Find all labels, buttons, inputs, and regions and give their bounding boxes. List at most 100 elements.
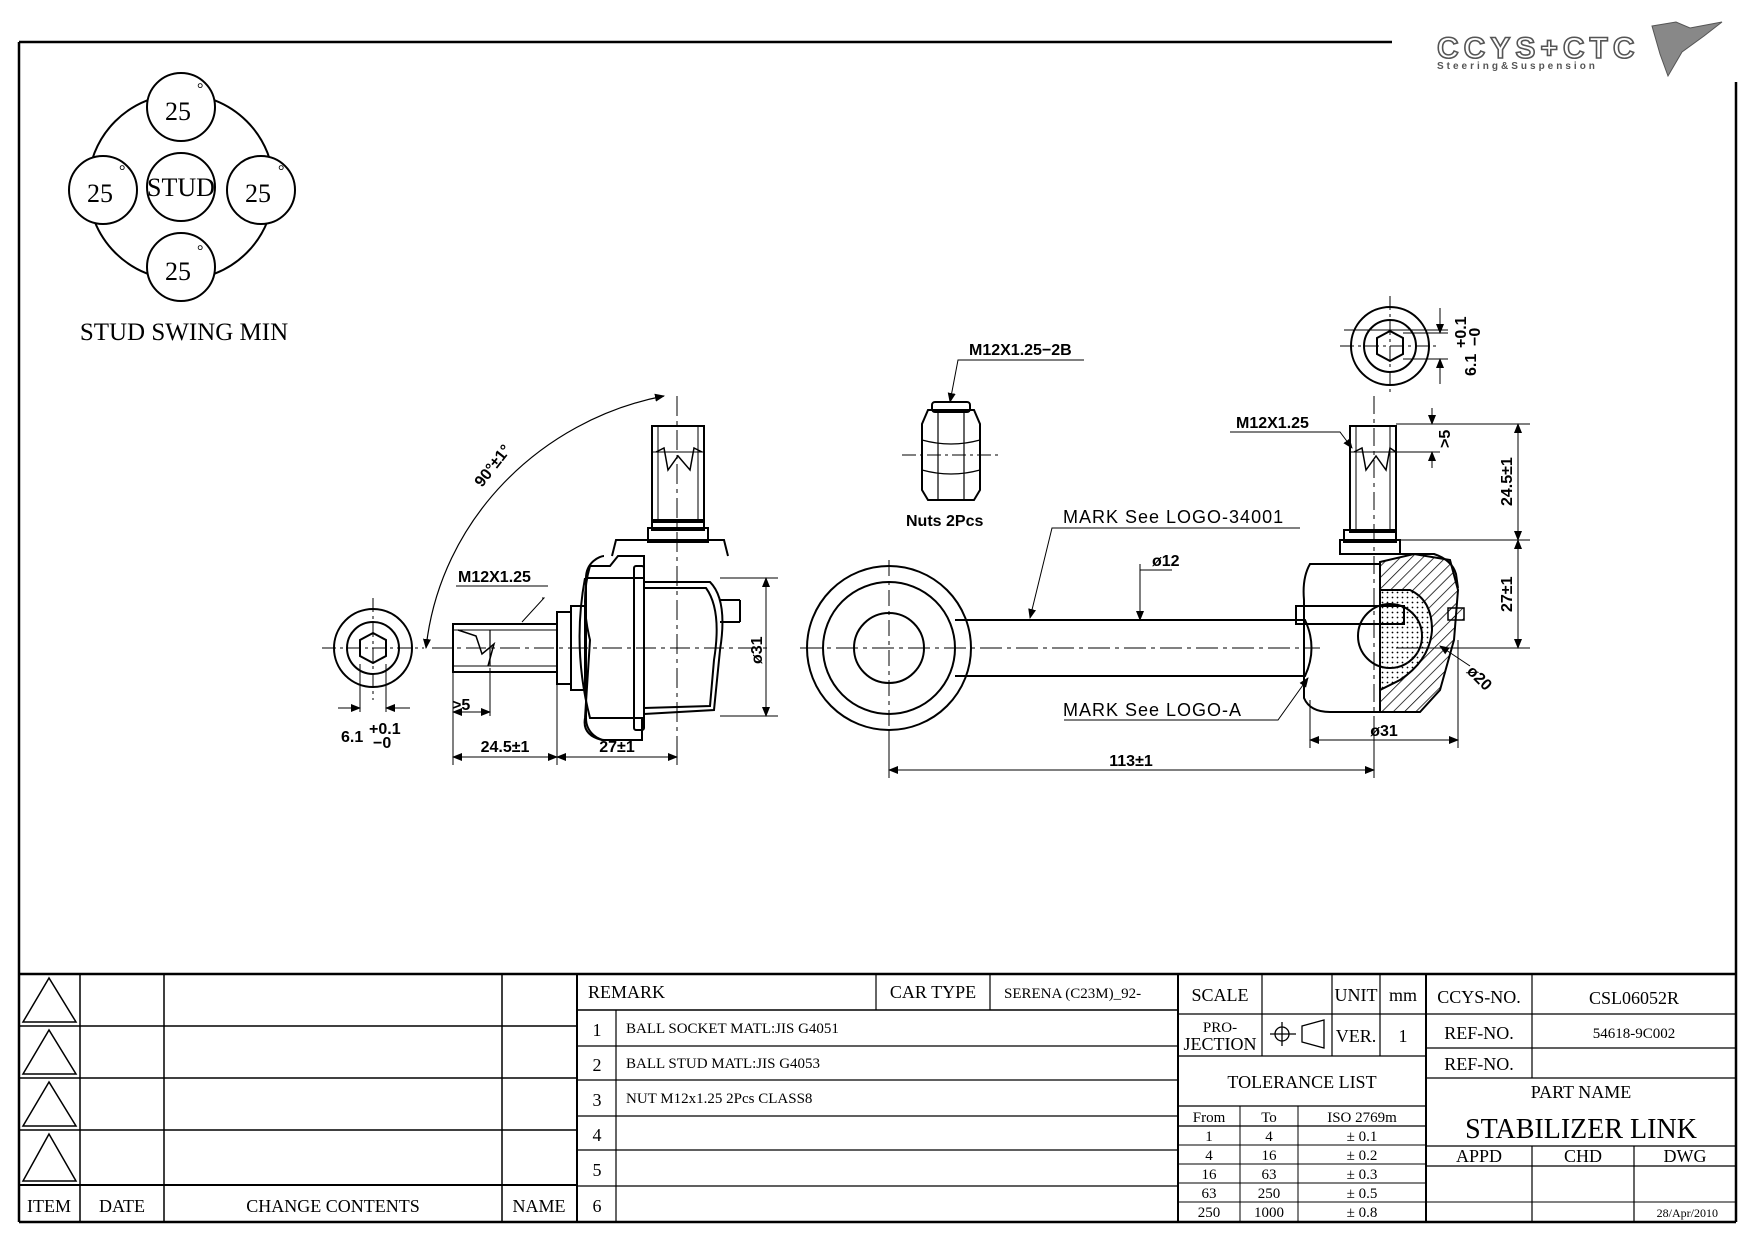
swing-angle-top: 25	[165, 97, 191, 126]
angle-dim-label: 90°±1°	[472, 442, 515, 491]
left-thread-length: 24.5±1	[481, 739, 530, 756]
ref-no-value: 54618-9C002	[1593, 1026, 1676, 1042]
remark-no-6: 6	[593, 1196, 602, 1216]
right-body-diameter: ø31	[1370, 723, 1398, 740]
rev-header-item: ITEM	[27, 1196, 71, 1216]
brand-tagline: Steering&Suspension	[1437, 61, 1598, 72]
swing-angle-left: 25	[87, 179, 113, 208]
ccys-no-label: CCYS-NO.	[1437, 987, 1521, 1007]
tol-value-1: ± 0.1	[1347, 1129, 1378, 1145]
left-thread-label: M12X1.25	[458, 569, 531, 586]
tolerance-header-from: From	[1193, 1110, 1226, 1126]
left-body-length: 27±1	[599, 739, 635, 756]
tol-from-2: 4	[1205, 1148, 1213, 1164]
nut-caption: Nuts 2Pcs	[906, 513, 983, 530]
left-joint-dimensions	[452, 577, 778, 765]
remark-label: REMARK	[588, 982, 665, 1002]
brand-logo-text: CCYS+CTC	[1437, 32, 1640, 65]
tol-to-3: 63	[1262, 1167, 1277, 1183]
tolerance-title: TOLERANCE LIST	[1227, 1072, 1376, 1092]
tol-value-5: ± 0.8	[1347, 1205, 1378, 1221]
stud-swing-caption: STUD SWING MIN	[80, 319, 288, 346]
overall-length: 113±1	[1109, 753, 1153, 770]
right-joint-centerlines	[1344, 329, 1448, 720]
remark-no-3: 3	[593, 1090, 602, 1110]
tol-from-5: 250	[1198, 1205, 1221, 1221]
left-hex-tol-plus: +0.1	[369, 721, 401, 738]
tol-value-4: ± 0.5	[1347, 1186, 1378, 1202]
left-hex-size: 6.1	[341, 729, 363, 746]
angle-dimension	[423, 393, 665, 649]
tol-to-1: 4	[1265, 1129, 1273, 1145]
remark-text-1: BALL SOCKET MATL:JIS G4051	[626, 1021, 839, 1037]
nut-thread-label: M12X1.25−2B	[969, 342, 1072, 359]
left-thread-min-label: >5	[452, 697, 470, 714]
brand-logo: CCYS+CTC Steering&Suspension	[1436, 21, 1723, 78]
right-joint	[1295, 425, 1459, 713]
right-ball	[1357, 603, 1423, 669]
part-name-label: PART NAME	[1531, 1082, 1631, 1102]
swing-angle-bottom: 25	[165, 257, 191, 286]
ref-no2-label: REF-NO.	[1444, 1054, 1514, 1074]
tol-to-4: 250	[1258, 1186, 1281, 1202]
ver-value: 1	[1399, 1026, 1408, 1046]
degree-mark-top: °	[197, 81, 203, 98]
right-thread-label: M12X1.25	[1236, 415, 1309, 432]
right-end-view	[1340, 296, 1448, 396]
drawing-date: 28/Apr/2010	[1657, 1206, 1718, 1220]
right-joint-dimensions	[888, 408, 1530, 778]
degree-mark-bottom: °	[197, 243, 203, 260]
tol-value-2: ± 0.2	[1347, 1148, 1378, 1164]
tol-to-2: 16	[1262, 1148, 1278, 1164]
remark-no-2: 2	[593, 1055, 602, 1075]
degree-mark-right: °	[278, 163, 284, 180]
car-type-value: SERENA (C23M)_92-	[1004, 986, 1141, 1002]
revision-triangles	[21, 976, 78, 1182]
tol-from-1: 1	[1205, 1129, 1213, 1145]
rev-header-change: CHANGE CONTENTS	[246, 1196, 420, 1216]
unit-value: mm	[1389, 985, 1417, 1005]
mark-leaders	[1028, 527, 1309, 721]
title-block-lines	[19, 972, 1736, 1222]
right-thread-length: 24.5±1	[1499, 457, 1516, 506]
tol-value-3: ± 0.3	[1347, 1167, 1378, 1183]
tol-from-3: 16	[1202, 1167, 1218, 1183]
right-thread-min-label: >5	[1437, 430, 1454, 448]
stud-center-label: STUD	[147, 173, 215, 202]
remark-text-2: BALL STUD MATL:JIS G4053	[626, 1056, 820, 1072]
scale-label: SCALE	[1191, 985, 1248, 1005]
ccys-no-value: CSL06052R	[1589, 988, 1679, 1008]
rod-diameter: ø12	[1152, 553, 1180, 570]
remark-text-3: NUT M12x1.25 2Pcs CLASS8	[626, 1091, 812, 1107]
ver-label: VER.	[1336, 1026, 1377, 1046]
tol-from-4: 63	[1202, 1186, 1217, 1202]
tolerance-header-iso: ISO 2769m	[1327, 1110, 1397, 1126]
left-joint-centerlines	[432, 396, 772, 760]
brand-emblem-icon	[1651, 21, 1723, 78]
degree-mark-left: °	[119, 163, 125, 180]
remark-no-5: 5	[593, 1160, 602, 1180]
projection-label-1: PRO-	[1203, 1020, 1237, 1036]
left-end-view	[322, 598, 424, 712]
right-hex-tol-plus: +0.1	[1453, 316, 1470, 348]
projection-symbol-icon	[1270, 1019, 1325, 1049]
right-hex-size: 6.1	[1463, 354, 1480, 376]
unit-label: UNIT	[1335, 985, 1378, 1005]
right-boot-clip	[1447, 607, 1465, 621]
tolerance-header-to: To	[1261, 1110, 1277, 1126]
rev-header-name: NAME	[513, 1196, 566, 1216]
remark-no-1: 1	[593, 1020, 602, 1040]
right-hex-tol-minus: −0	[1467, 328, 1484, 346]
remark-no-4: 4	[593, 1125, 602, 1145]
stud-swing-diagram	[68, 72, 296, 302]
car-type-label: CAR TYPE	[890, 982, 976, 1002]
ball-diameter: ø20	[1463, 663, 1495, 695]
right-ball-liner	[1379, 589, 1433, 692]
mark-bottom-note: MARK See LOGO-A	[1063, 700, 1242, 720]
stabilizer-link	[800, 560, 1320, 740]
tol-to-5: 1000	[1254, 1205, 1284, 1221]
left-body-diameter: ø31	[749, 636, 766, 664]
projection-label-2: JECTION	[1184, 1034, 1257, 1054]
